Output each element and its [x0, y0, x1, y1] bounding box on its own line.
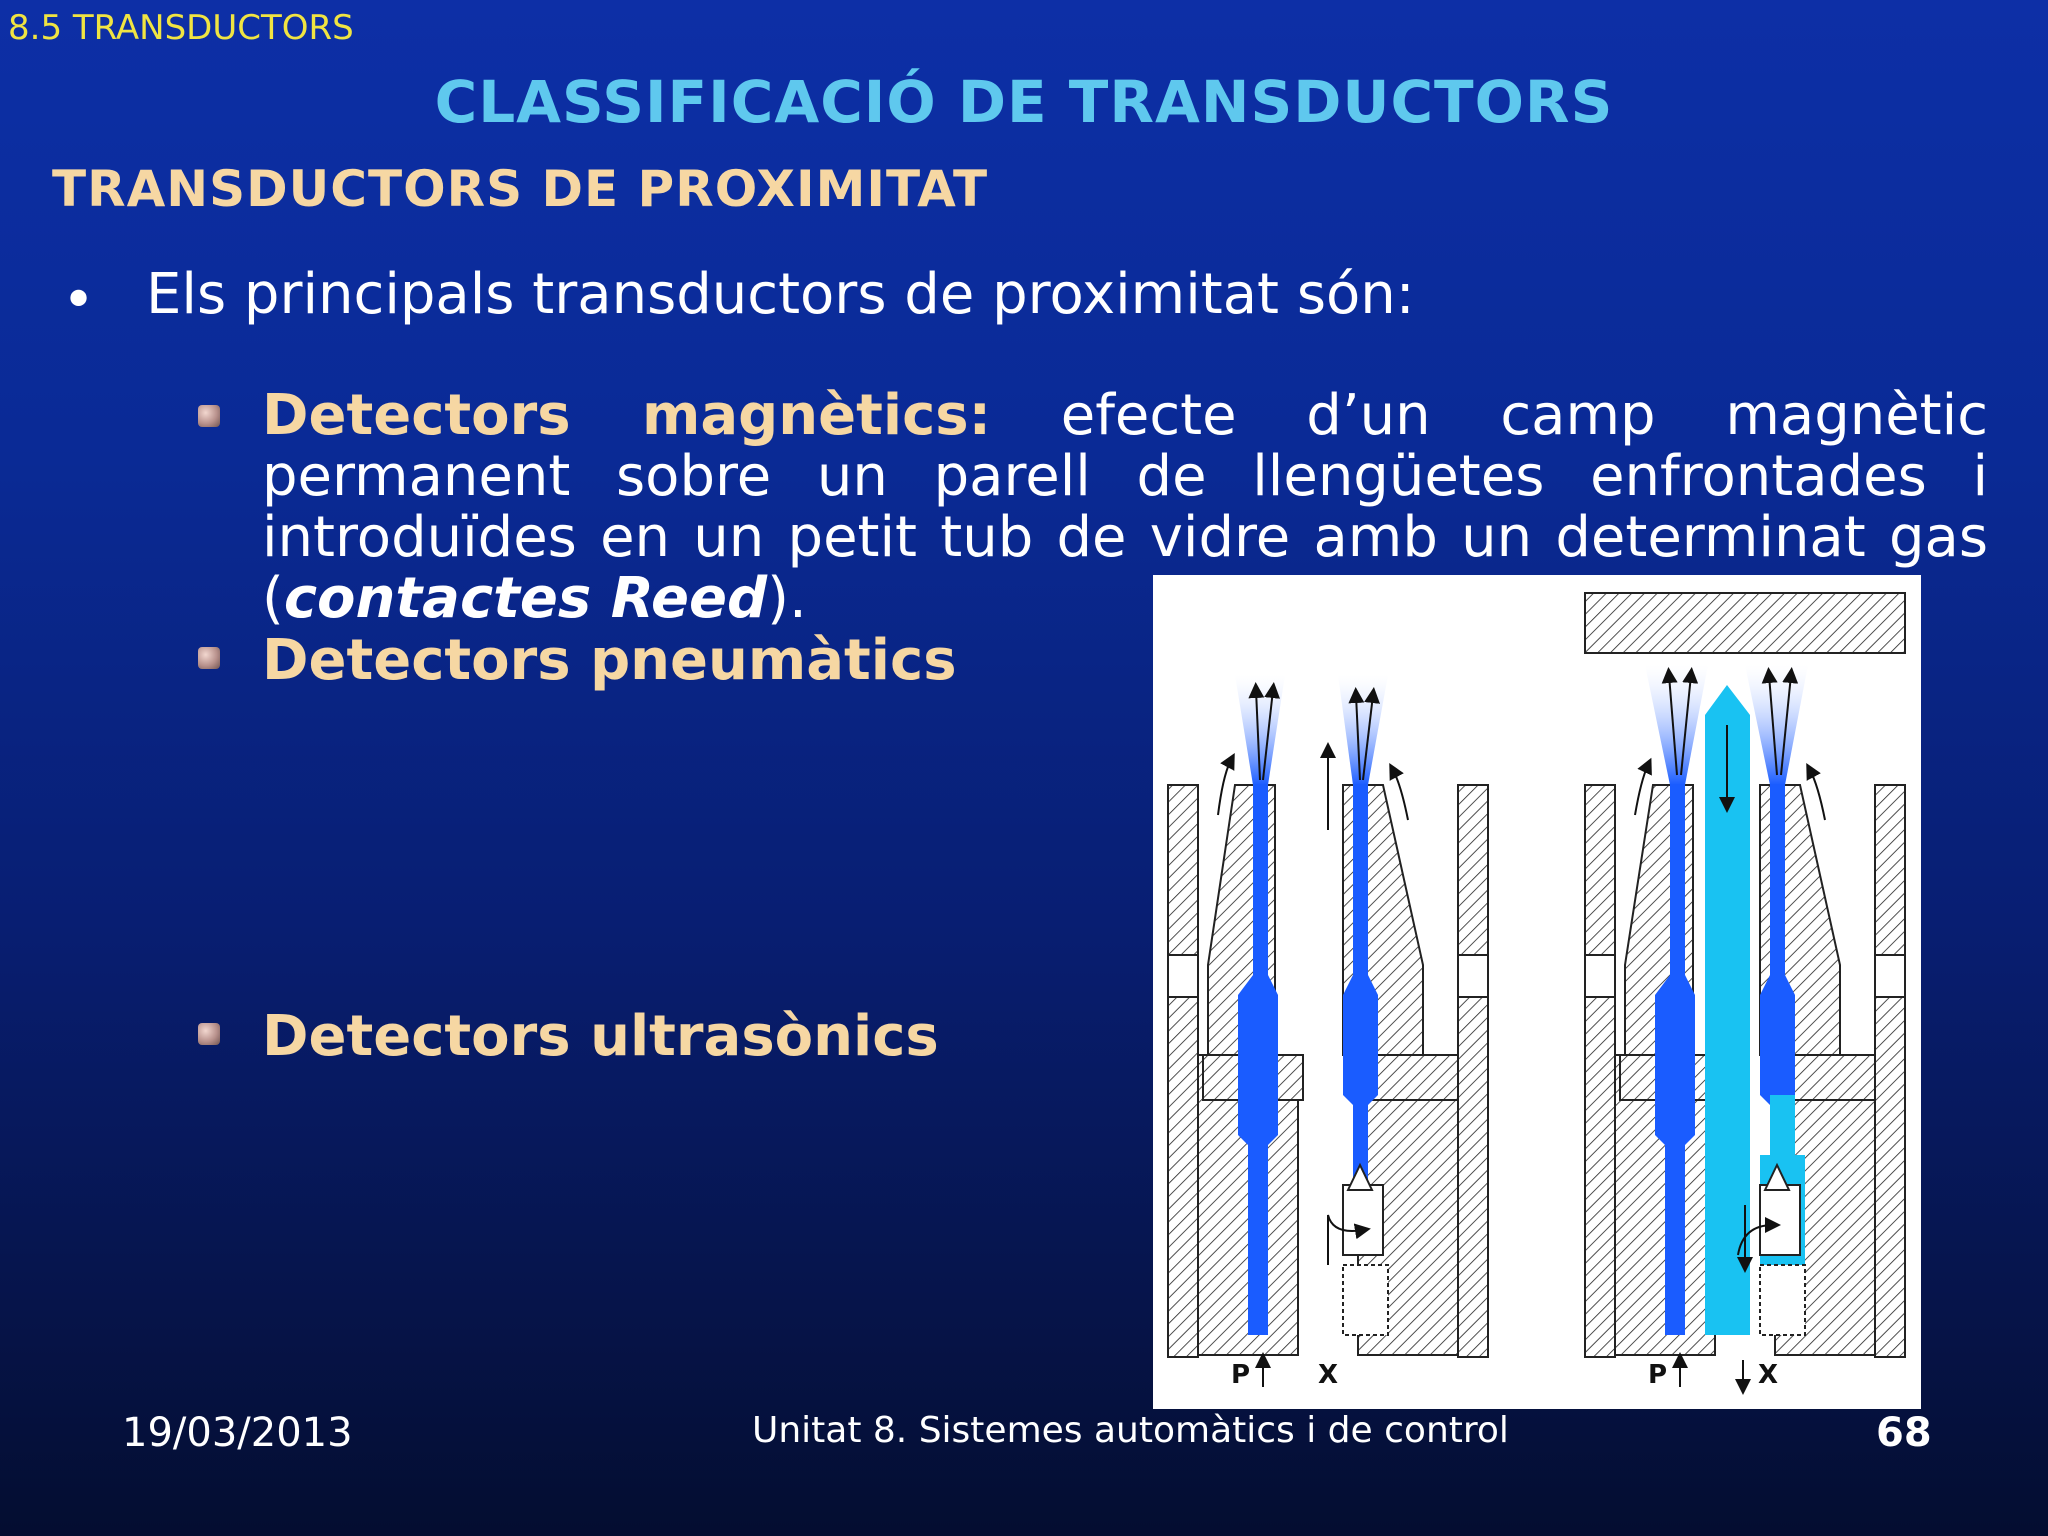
- square-bullet-icon: [198, 1023, 220, 1045]
- item-emphasis: contactes Reed: [283, 566, 768, 631]
- list-item-ultrasonic: Detectors ultrasònics: [262, 1004, 939, 1069]
- slide-title: CLASSIFICACIÓ DE TRANSDUCTORS: [434, 68, 1614, 136]
- section-tag: 8.5 TRANSDUCTORS: [8, 8, 354, 48]
- pneumatic-detector-figure: P X: [1153, 575, 1921, 1409]
- footer-course-title: Unitat 8. Sistemes automàtics i de contr…: [752, 1410, 1509, 1451]
- item-text-end: ).: [767, 566, 807, 631]
- pneumatic-detector-diagram: P X: [1167, 592, 1906, 1395]
- square-bullet-icon: [198, 647, 220, 669]
- right-detector: P X: [1584, 592, 1906, 1395]
- slide-subtitle: TRANSDUCTORS DE PROXIMITAT: [52, 160, 989, 218]
- footer-date: 19/03/2013: [122, 1410, 353, 1456]
- label-p: P: [1648, 1360, 1667, 1390]
- label-p: P: [1231, 1360, 1250, 1390]
- list-item-magnetic: Detectors magnètics: efecte d’un camp ma…: [262, 385, 1988, 629]
- item-text: efecte d’un camp magnètic permanent sobr…: [262, 383, 1988, 631]
- label-x: X: [1758, 1360, 1778, 1390]
- square-bullet-icon: [198, 405, 220, 427]
- label-x: X: [1318, 1360, 1338, 1390]
- intro-text: Els principals transductors de proximita…: [146, 262, 1415, 327]
- left-detector: P X: [1167, 675, 1489, 1390]
- bullet-marker: •: [62, 268, 96, 333]
- item-label: Detectors magnètics:: [262, 383, 991, 448]
- list-item-pneumatic: Detectors pneumàtics: [262, 628, 957, 693]
- page-number: 68: [1876, 1410, 1932, 1456]
